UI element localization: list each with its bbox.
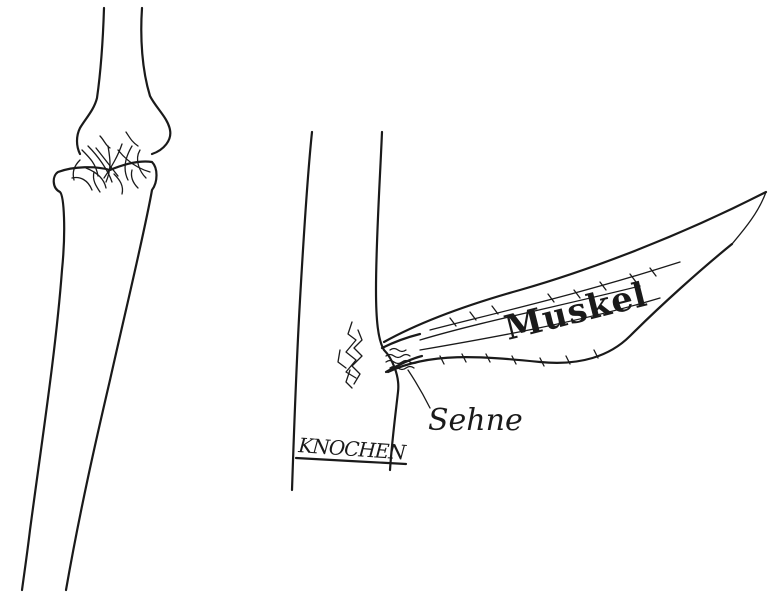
upper-bone	[77, 8, 170, 154]
bone-damage-marks	[338, 322, 362, 388]
sehne-pointer	[408, 370, 430, 408]
joint-figure	[22, 8, 170, 590]
label-sehne: Sehne	[428, 403, 523, 438]
lower-bone	[22, 161, 157, 590]
joint-ligaments	[72, 132, 150, 194]
bone-shaft-right	[376, 132, 398, 470]
muscle-belly	[384, 192, 766, 372]
